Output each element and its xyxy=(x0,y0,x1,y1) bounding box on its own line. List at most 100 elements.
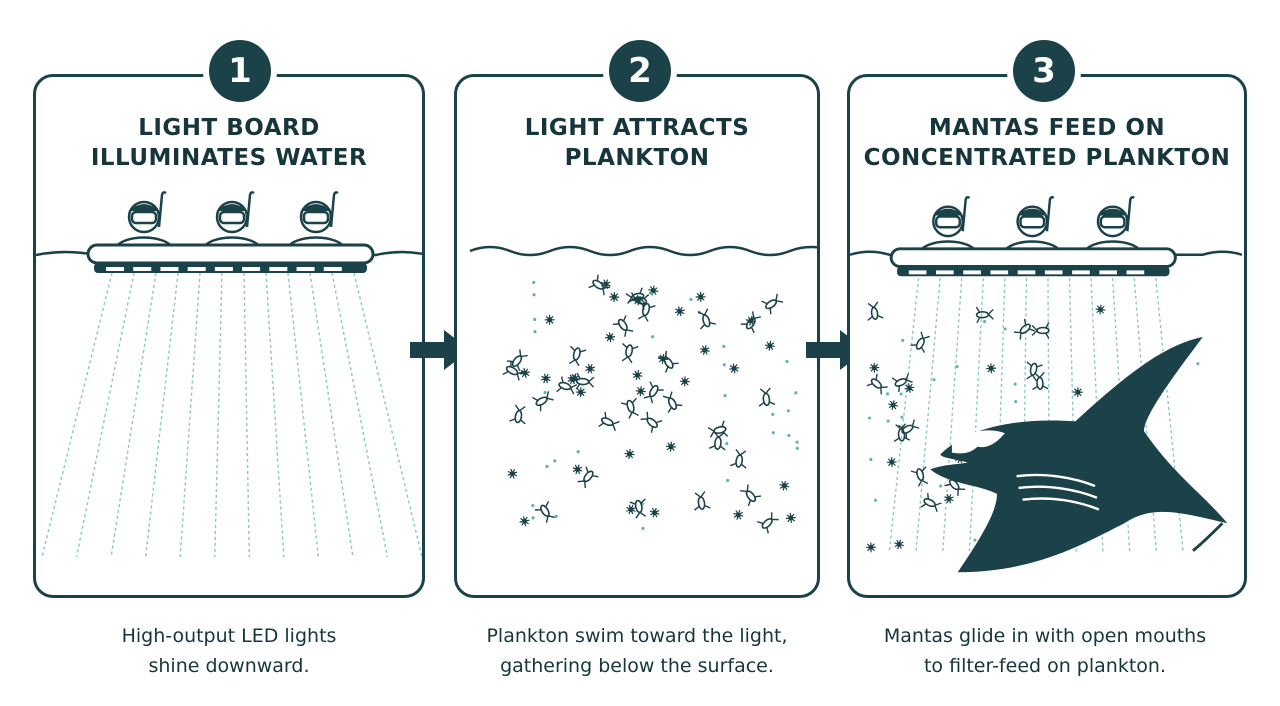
step-2-scene xyxy=(469,245,817,534)
step-2-caption: Plankton swim toward the light, gatherin… xyxy=(437,621,837,681)
step-2-caption-line-1: Plankton swim toward the light, xyxy=(486,625,788,647)
plankton-icon xyxy=(689,297,693,302)
plankton-icon xyxy=(740,311,762,334)
led-light xyxy=(1017,270,1036,275)
plankton-icon xyxy=(1196,362,1200,366)
plankton-icon xyxy=(873,498,878,502)
plankton-icon xyxy=(729,363,740,374)
plankton-icon xyxy=(910,331,930,353)
plankton-icon xyxy=(693,491,711,511)
light-beam-icon xyxy=(309,272,354,558)
plankton-icon xyxy=(695,291,706,302)
light-beam-icon xyxy=(968,278,984,553)
led-light xyxy=(990,270,1009,275)
plankton-icon xyxy=(1032,371,1049,391)
plankton-icon xyxy=(920,492,942,513)
step-3-scene xyxy=(850,196,1242,573)
led-light xyxy=(1126,270,1145,275)
plankton-icon xyxy=(795,440,799,444)
plankton-icon xyxy=(886,457,897,467)
plankton-icon xyxy=(1031,322,1050,339)
plankton-icon xyxy=(531,503,535,508)
step-2-title-line-2: PLANKTON xyxy=(564,145,710,171)
plankton-icon xyxy=(1003,327,1007,331)
plankton-icon xyxy=(519,516,530,527)
plankton-icon xyxy=(944,474,966,496)
step-1-caption-line-1: High-output LED lights xyxy=(121,625,337,647)
plankton-icon xyxy=(657,353,669,364)
plankton-icon xyxy=(794,391,798,395)
plankton-icon xyxy=(651,335,655,339)
plankton-icon xyxy=(638,301,656,322)
plankton-icon xyxy=(1013,382,1017,386)
plankton-icon xyxy=(722,363,726,367)
plankton-icon xyxy=(867,301,884,321)
plankton-icon xyxy=(506,349,528,372)
led-light xyxy=(1099,270,1117,275)
step-3-caption: Mantas glide in with open mouths to filt… xyxy=(845,621,1245,681)
plankton-icon xyxy=(787,433,791,437)
plankton-icon xyxy=(886,419,890,423)
plankton-icon xyxy=(576,450,580,454)
plankton-icon xyxy=(771,412,775,416)
step-2-panel: LIGHT ATTRACTS PLANKTON xyxy=(454,74,820,598)
light-beam-icon xyxy=(353,272,422,558)
plankton-icon xyxy=(932,378,936,382)
plankton-icon xyxy=(543,390,547,395)
light-beam-icon xyxy=(41,272,422,558)
plankton-icon xyxy=(901,338,905,342)
plankton-icon xyxy=(519,367,531,378)
plankton-icon xyxy=(723,394,727,398)
plankton-icon xyxy=(640,411,663,433)
light-board-icon xyxy=(889,247,1177,277)
led-light xyxy=(160,267,179,271)
plankton-icon xyxy=(605,332,616,343)
plankton-icon xyxy=(621,343,639,364)
plankton-icon xyxy=(726,478,730,483)
water-surface xyxy=(469,245,817,257)
plankton-icon xyxy=(679,376,690,387)
light-beam-icon xyxy=(243,272,250,558)
plankton-icon xyxy=(629,498,647,519)
plankton-icon xyxy=(609,292,620,303)
step-3-title-line-1: MANTAS FEED ON xyxy=(928,115,1166,141)
plankton-icon xyxy=(648,285,659,296)
led-light xyxy=(187,267,206,271)
snorkeler-group xyxy=(112,191,348,254)
plankton-icon xyxy=(534,501,556,523)
plankton-icon xyxy=(569,373,580,384)
plankton-icon xyxy=(507,468,518,479)
light-beam-icon xyxy=(214,272,223,558)
plankton-icon xyxy=(624,449,635,460)
plankton-icon xyxy=(553,459,557,463)
step-1-scene xyxy=(36,191,422,558)
plankton-icon xyxy=(699,345,710,355)
plankton-icon xyxy=(866,542,876,553)
plankton-icon xyxy=(533,317,537,322)
plankton-icon xyxy=(568,345,587,367)
plankton-icon xyxy=(898,419,920,440)
plankton-icon xyxy=(502,274,799,534)
led-light xyxy=(1072,270,1090,275)
plankton-icon xyxy=(973,538,977,542)
manta-ray-icon xyxy=(930,337,1228,573)
step-3-badge: 3 xyxy=(1007,34,1081,108)
light-beam-icon xyxy=(995,278,1006,553)
plankton-icon xyxy=(577,466,599,489)
light-beam-icon xyxy=(941,278,963,553)
plankton-icon xyxy=(674,306,685,317)
plankton-icon xyxy=(658,350,679,373)
plankton-icon xyxy=(532,293,536,297)
plankton-icon xyxy=(575,387,586,398)
plankton-icon xyxy=(904,383,915,393)
step-2-caption-line-2: gathering below the surface. xyxy=(500,655,774,677)
light-beam-icon xyxy=(265,272,285,558)
plankton-icon xyxy=(944,493,954,504)
plankton-icon xyxy=(625,287,646,304)
plankton-icon xyxy=(612,315,634,337)
step-3-title: MANTAS FEED ON CONCENTRATED PLANKTON xyxy=(850,113,1244,173)
plankton-icon xyxy=(955,364,959,369)
step-1-caption-line-2: shine downward. xyxy=(148,655,310,677)
plankton-icon xyxy=(649,507,660,518)
plankton-icon xyxy=(722,344,726,348)
